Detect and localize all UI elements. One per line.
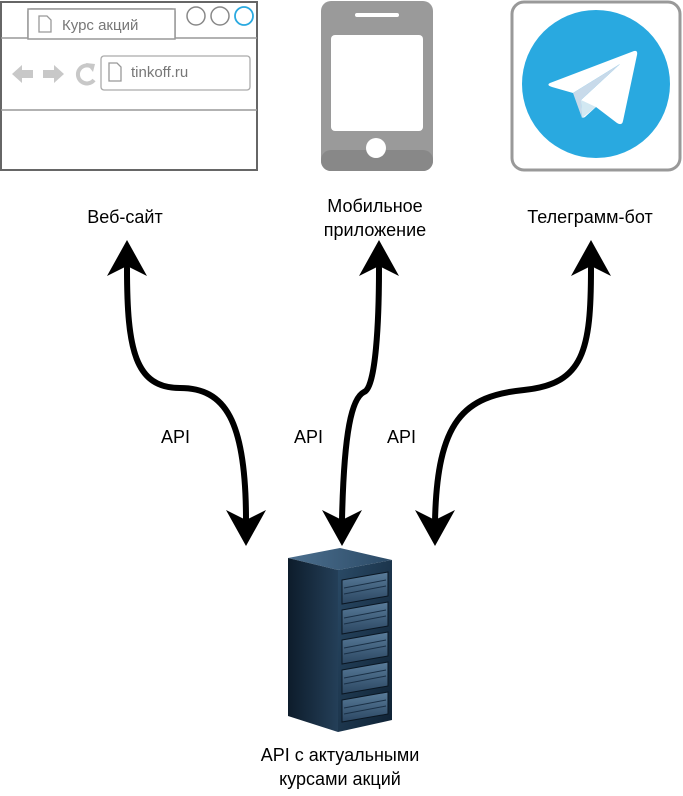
mobile-app-label-line1: Мобильное xyxy=(327,196,423,216)
browser-tab-title: Курс акций xyxy=(62,17,139,34)
browser-window-icon xyxy=(0,0,260,172)
mobile-app-label-line2: приложение xyxy=(323,220,427,240)
arrow-website-server xyxy=(124,265,249,523)
api-label-mobile: API xyxy=(294,427,324,447)
telegram-icon xyxy=(510,0,682,172)
server-label-line2: курсами акций xyxy=(279,769,401,789)
server-rack-icon xyxy=(278,544,402,734)
telegram-bot-label: Телеграмм-бот xyxy=(527,207,653,227)
api-label-telegram: API xyxy=(387,427,417,447)
api-label-website: API xyxy=(161,427,191,447)
mobile-phone-icon xyxy=(320,0,434,172)
browser-address: tinkoff.ru xyxy=(131,64,189,81)
arrow-telegram-server xyxy=(432,265,594,525)
arrow-mobile-server xyxy=(339,265,382,523)
server-label-line1: API с актуальными xyxy=(260,745,420,765)
website-label: Веб-сайт xyxy=(87,207,163,227)
